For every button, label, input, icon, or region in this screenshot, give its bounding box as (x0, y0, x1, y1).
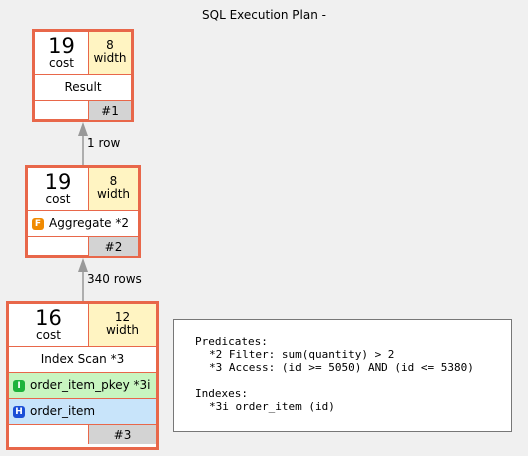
node-label: Result (35, 74, 131, 100)
plan-title: SQL Execution Plan - (202, 8, 326, 22)
plan-node-index-scan[interactable]: 16 cost 12 width Index Scan *3 I order_i… (6, 301, 159, 450)
cost-value: 16 (35, 306, 62, 330)
predicates-heading: Predicates: (195, 335, 268, 348)
predicate-line: *2 Filter: sum(quantity) > 2 (209, 348, 395, 361)
predicates-panel: Predicates:*2 Filter: sum(quantity) > 2*… (173, 319, 512, 432)
function-badge-icon: F (32, 217, 44, 230)
index-line: *3i order_item (id) (209, 400, 335, 413)
index-name: order_item_pkey *3i (30, 378, 151, 392)
cost-label: cost (49, 56, 74, 70)
width-value: 12 (114, 310, 131, 324)
node-id: #2 (88, 237, 138, 256)
node-id: #3 (88, 425, 156, 444)
cost-cell: 19 cost (28, 168, 88, 210)
width-label: width (105, 323, 140, 337)
cost-label: cost (45, 192, 71, 206)
indexes-heading: Indexes: (195, 387, 248, 400)
edge-label-2: 340 rows (87, 272, 142, 286)
width-cell: 12 width (88, 304, 156, 346)
node-footer-blank (9, 425, 88, 444)
cost-value: 19 (48, 34, 75, 58)
node-operation: F Aggregate *2 (28, 210, 138, 236)
heap-badge-icon: H (13, 405, 25, 418)
cost-value: 19 (44, 170, 72, 194)
width-cell: 8 width (88, 168, 138, 210)
width-label: width (96, 187, 131, 201)
edge-arrow-1 (78, 122, 88, 136)
plan-node-aggregate[interactable]: 19 cost 8 width F Aggregate *2 #2 (25, 165, 141, 258)
cost-label: cost (36, 328, 61, 342)
node-footer-blank (35, 101, 88, 120)
width-value: 8 (106, 38, 114, 52)
edge-label-1: 1 row (87, 136, 121, 150)
index-badge-icon: I (13, 379, 25, 392)
operation-label: Aggregate *2 (49, 216, 130, 230)
width-label: width (93, 51, 127, 65)
node-label: Index Scan *3 (9, 346, 156, 372)
plan-node-result[interactable]: 19 cost 8 width Result #1 (32, 29, 134, 122)
table-row: H order_item (9, 398, 156, 424)
index-row: I order_item_pkey *3i (9, 372, 156, 398)
edge-arrow-2 (78, 258, 88, 272)
node-id: #1 (88, 101, 131, 120)
predicate-line: *3 Access: (id >= 5050) AND (id <= 5380) (209, 361, 474, 374)
cost-cell: 16 cost (9, 304, 88, 346)
cost-cell: 19 cost (35, 32, 88, 74)
width-value: 8 (109, 174, 118, 188)
node-footer-blank (28, 237, 88, 256)
width-cell: 8 width (88, 32, 131, 74)
table-name: order_item (30, 404, 96, 418)
